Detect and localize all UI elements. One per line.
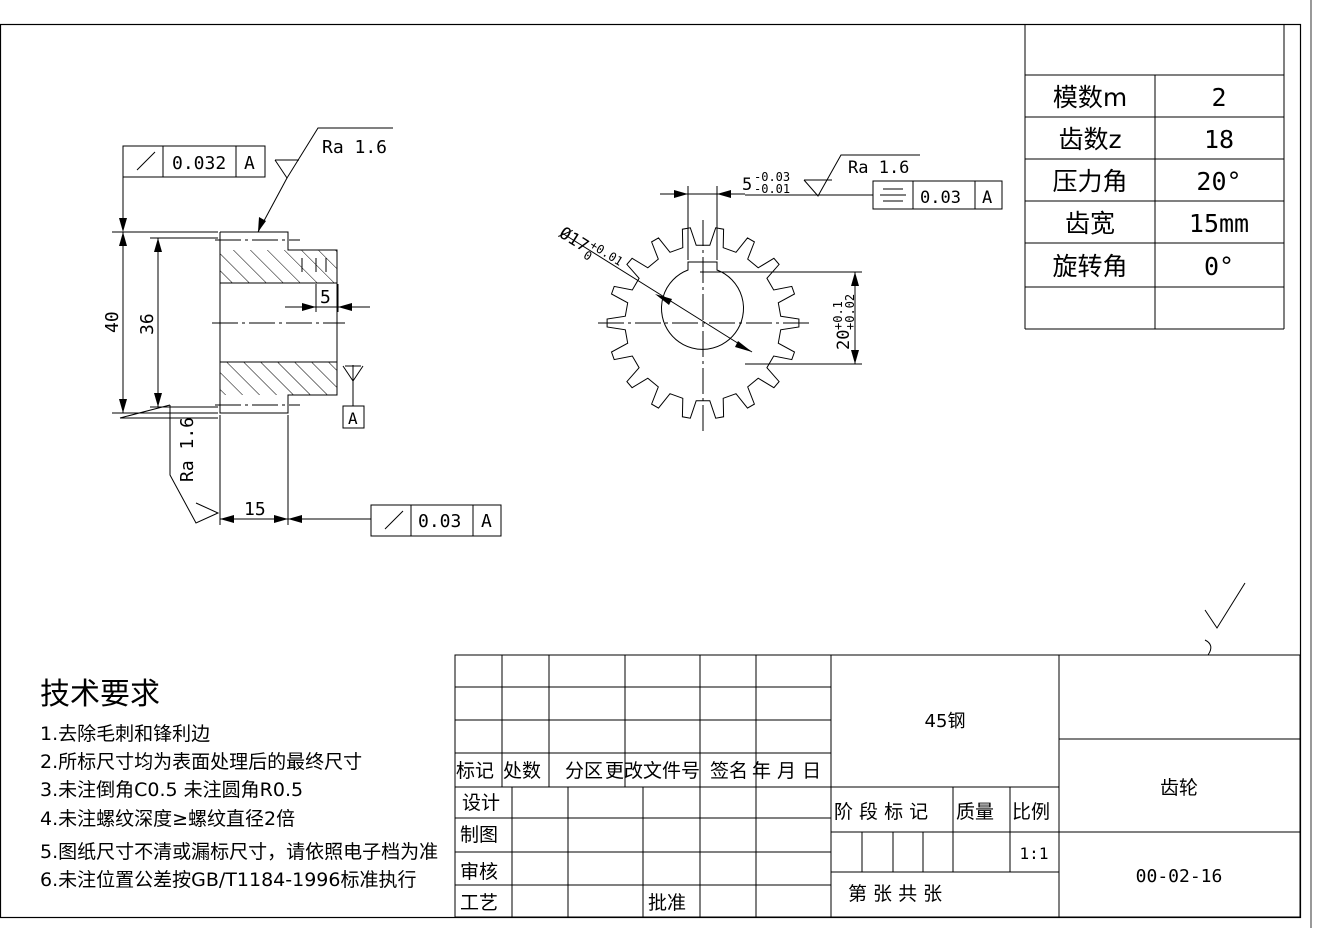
param-value-1: 18: [1204, 125, 1234, 154]
keyway-depth-upper: +0.1: [831, 301, 845, 330]
gear-view: [561, 154, 1003, 432]
param-label-3: 齿宽: [1065, 209, 1115, 238]
ra-top: Ra 1.6: [322, 137, 387, 158]
keyway-width-nom: 5: [742, 175, 752, 195]
param-label-1: 齿数z: [1058, 125, 1121, 154]
hdr-date: 年 月 日: [752, 760, 821, 782]
param-label-2: 压力角: [1052, 167, 1127, 196]
material: 45钢: [925, 711, 966, 732]
param-value-4: 0°: [1204, 252, 1234, 281]
runout-tol-1: 0.032: [172, 153, 226, 174]
part-name: 齿轮: [1160, 777, 1198, 799]
dim-40: 40: [102, 311, 123, 333]
lbl-mass: 质量: [956, 801, 994, 823]
gear-outline: [606, 227, 800, 419]
dim-36: 36: [137, 313, 158, 335]
tech-req-item-5: 5.图纸尺寸不清或漏标尺寸，请依照电子档为准: [40, 841, 438, 863]
keyway-width-upper: -0.03: [754, 170, 790, 184]
lbl-check: 审核: [460, 861, 498, 883]
runout-datum-2: A: [481, 511, 492, 532]
tech-req-item-6: 6.未注位置公差按GB/T1184-1996标准执行: [40, 869, 416, 891]
lbl-design: 设计: [462, 792, 500, 814]
tech-req-item-1: 1.去除毛刺和锋利边: [40, 723, 210, 745]
sym-tol: 0.03: [920, 188, 961, 208]
lbl-approve: 批准: [648, 892, 686, 914]
title-block: [454, 654, 1301, 918]
keyway-width-lower: -0.01: [754, 182, 790, 196]
tech-req-item-2: 2.所标尺寸均为表面处理后的最终尺寸: [40, 751, 362, 773]
lbl-process: 工艺: [460, 892, 498, 914]
param-value-3: 15mm: [1189, 209, 1249, 238]
hdr-zone: 分区: [565, 760, 603, 782]
hdr-doc: 更改文件号: [605, 760, 700, 782]
lbl-draw: 制图: [460, 824, 498, 846]
param-label-0: 模数m: [1053, 83, 1127, 112]
datum-a: A: [348, 409, 358, 428]
dim-15: 15: [244, 499, 266, 520]
tech-req-item-3: 3.未注倒角C0.5 未注圆角R0.5: [40, 779, 303, 801]
param-label-4: 旋转角: [1052, 252, 1127, 281]
keyway-depth-nom: 20: [834, 330, 854, 350]
lbl-sheet: 第 张 共 张: [848, 883, 942, 905]
drawing-no: 00-02-16: [1136, 866, 1223, 887]
gear-arrows: [655, 190, 859, 364]
runout-datum-1: A: [244, 153, 255, 174]
hdr-mark: 标记: [456, 760, 494, 782]
section-view: [112, 127, 502, 537]
general-roughness-mark: [1204, 582, 1246, 629]
param-table: [1024, 24, 1285, 330]
tech-req-title: 技术要求: [40, 677, 160, 712]
hdr-count: 处数: [503, 760, 541, 782]
dim-5: 5: [320, 287, 331, 308]
lbl-ratio: 比例: [1012, 801, 1050, 823]
ra-keyway: Ra 1.6: [848, 158, 909, 178]
hdr-sign: 签名: [710, 760, 748, 782]
tech-req-item-4: 4.未注螺纹深度≥螺纹直径2倍: [40, 808, 295, 830]
ra-left: Ra 1.6: [177, 417, 198, 482]
param-value-2: 20°: [1196, 167, 1241, 196]
scale: 1:1: [1020, 844, 1049, 863]
sym-datum: A: [982, 188, 992, 208]
keyway-depth-lower: +0.02: [843, 294, 857, 330]
lbl-stage: 阶 段 标 记: [834, 801, 928, 823]
param-value-0: 2: [1211, 83, 1226, 112]
runout-tol-2: 0.03: [418, 511, 461, 532]
section-arrows: [119, 217, 352, 523]
